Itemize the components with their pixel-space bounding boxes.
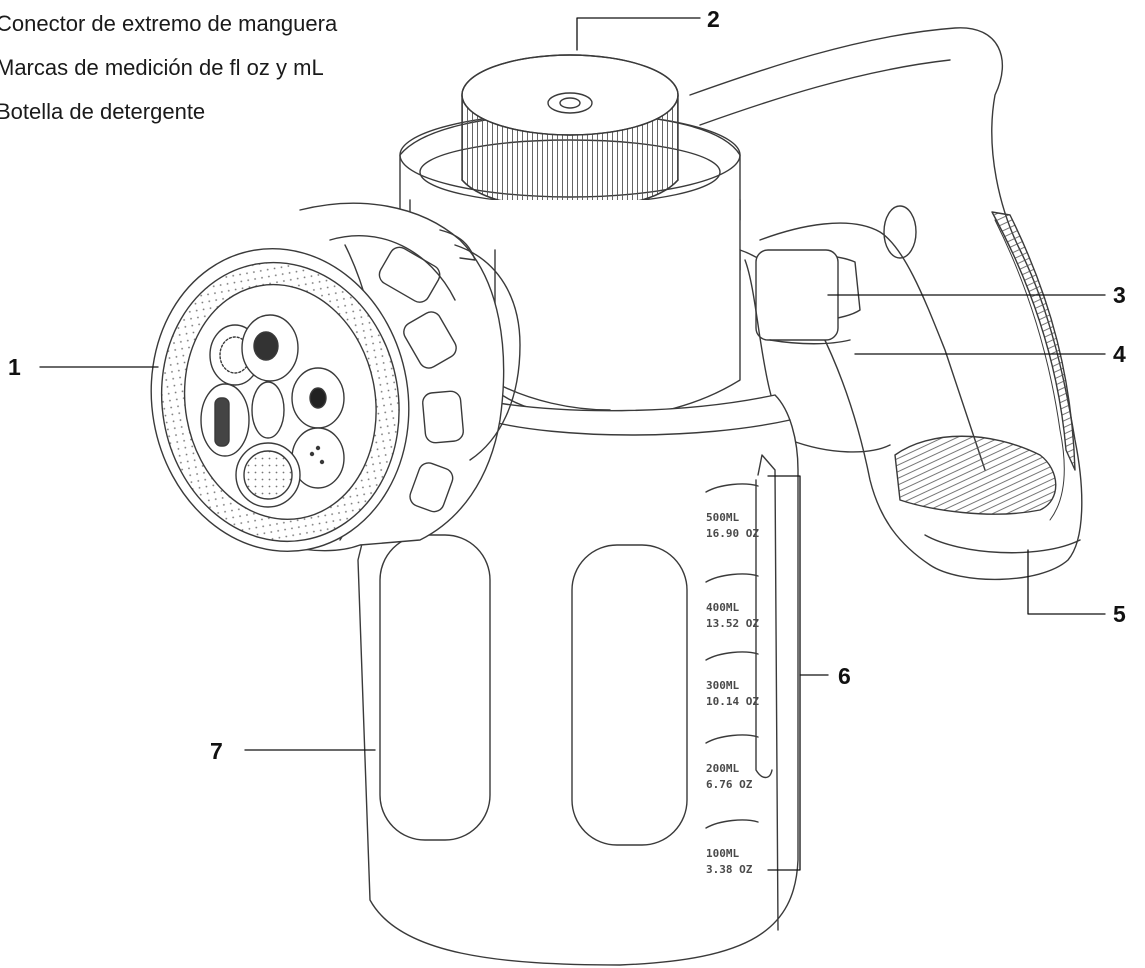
svg-text:200ML: 200ML: [706, 762, 739, 775]
measurement-marks: [705, 483, 759, 829]
callout-3: 3: [1113, 282, 1126, 308]
svg-text:400ML: 400ML: [706, 601, 739, 614]
callout-2: 2: [707, 6, 720, 32]
legend: Conector de extremo de manguera Marcas d…: [0, 2, 337, 134]
svg-text:100ML: 100ML: [706, 847, 739, 860]
graduation-400: 400ML 13.52 OZ: [706, 601, 759, 630]
callout-6: 6: [838, 663, 851, 689]
leader-lines: [39, 17, 1106, 871]
callout-numbers: 1 2 3 4 5 6 7: [8, 6, 1126, 764]
svg-text:500ML: 500ML: [706, 511, 739, 524]
legend-item-detergent-bottle: Botella de detergente: [0, 99, 206, 124]
svg-text:3.38 OZ: 3.38 OZ: [706, 863, 753, 876]
svg-text:13.52 OZ: 13.52 OZ: [706, 617, 759, 630]
graduation-100: 100ML 3.38 OZ: [706, 847, 753, 876]
svg-text:6.76 OZ: 6.76 OZ: [706, 778, 753, 791]
callout-4: 4: [1113, 341, 1126, 367]
graduation-labels: 500ML 16.90 OZ 400ML 13.52 OZ 300ML 10.1…: [706, 511, 759, 876]
svg-text:300ML: 300ML: [706, 679, 739, 692]
callout-7: 7: [210, 738, 223, 764]
handle: [689, 27, 1083, 581]
graduation-200: 200ML 6.76 OZ: [706, 762, 753, 791]
svg-text:16.90 OZ: 16.90 OZ: [706, 527, 759, 540]
graduation-500: 500ML 16.90 OZ: [706, 511, 759, 540]
trigger: [744, 249, 891, 453]
graduation-300: 300ML 10.14 OZ: [706, 679, 759, 708]
callout-5: 5: [1113, 601, 1126, 627]
nozzle-face: [150, 247, 410, 553]
legend-item-hose-connector: Conector de extremo de manguera: [0, 11, 338, 36]
svg-text:10.14 OZ: 10.14 OZ: [706, 695, 759, 708]
legend-item-measurement-marks: Marcas de medición de fl oz y mL: [0, 55, 324, 80]
callout-1: 1: [8, 354, 21, 380]
